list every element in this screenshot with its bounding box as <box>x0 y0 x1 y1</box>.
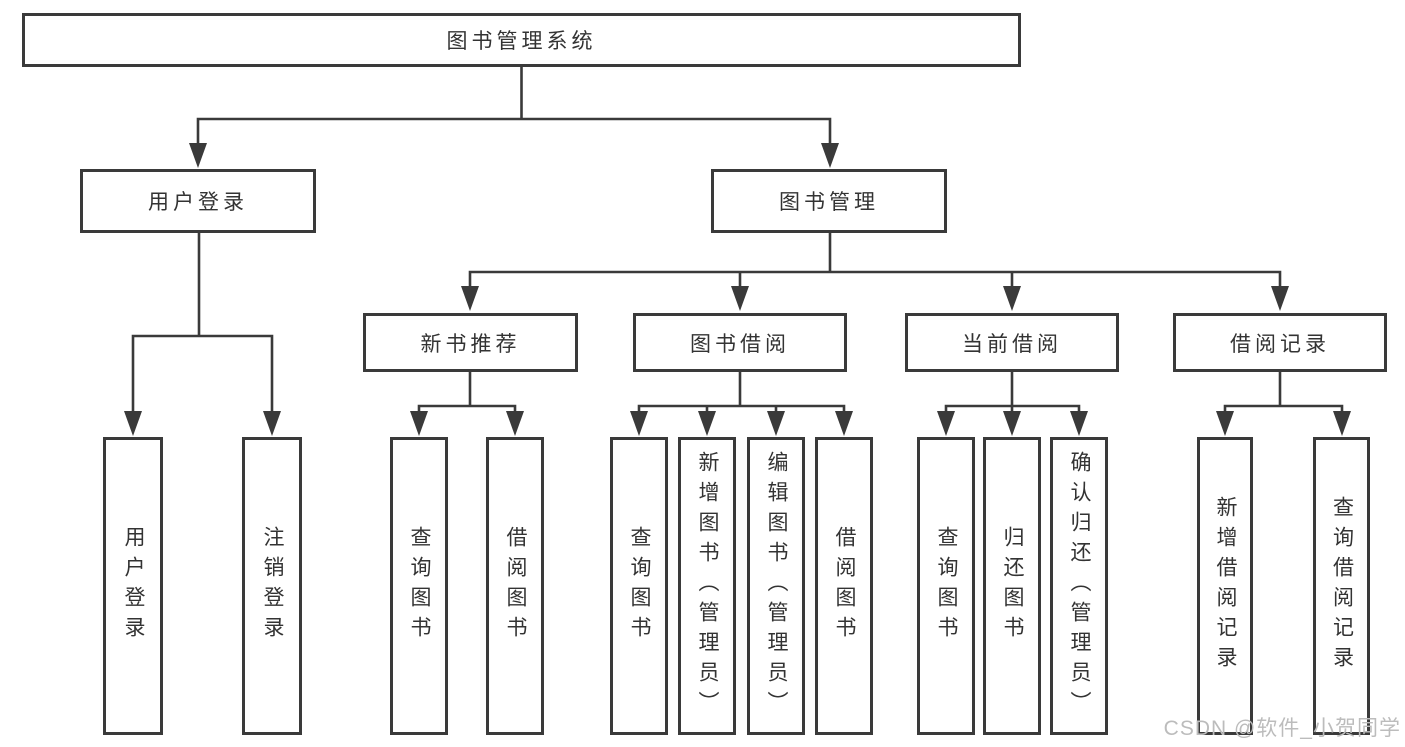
node-book-mgmt: 图书管理 <box>711 169 947 233</box>
leaf-bb-query-books: 查询图书 <box>610 437 668 735</box>
leaf-bb-edit-books-admin-label: 编辑图书（管理员） <box>765 451 788 721</box>
node-user-login-label: 用户登录 <box>148 191 248 214</box>
leaf-logout: 注销登录 <box>242 437 302 735</box>
node-root: 图书管理系统 <box>22 13 1021 67</box>
arrowheads <box>124 143 1351 436</box>
node-book-borrowing-label: 图书借阅 <box>690 332 790 356</box>
node-new-book-recommend: 新书推荐 <box>363 313 578 372</box>
node-new-book-recommend-label: 新书推荐 <box>420 332 521 356</box>
leaf-br-add-record-label: 新增借阅记录 <box>1214 496 1237 676</box>
watermark-text: CSDN @软件_小贺同学 <box>1163 717 1401 740</box>
leaf-cb-confirm-return-admin-label: 确认归还（管理员） <box>1068 451 1091 721</box>
leaf-br-add-record: 新增借阅记录 <box>1197 437 1253 735</box>
node-current-borrowing-label: 当前借阅 <box>962 332 1062 356</box>
leaf-br-query-record-label: 查询借阅记录 <box>1330 496 1354 676</box>
leaf-br-query-record: 查询借阅记录 <box>1313 437 1370 735</box>
leaf-bb-edit-books-admin: 编辑图书（管理员） <box>747 437 805 735</box>
leaf-nb-query-books: 查询图书 <box>390 437 448 735</box>
node-current-borrowing: 当前借阅 <box>905 313 1119 372</box>
node-book-mgmt-label: 图书管理 <box>779 191 879 214</box>
leaf-cb-confirm-return-admin: 确认归还（管理员） <box>1050 437 1108 735</box>
leaf-bb-add-books-admin-label: 新增图书（管理员） <box>696 451 719 721</box>
node-book-borrowing: 图书借阅 <box>633 313 847 372</box>
leaf-cb-query-books: 查询图书 <box>917 437 975 735</box>
leaf-bb-borrow-books: 借阅图书 <box>815 437 873 735</box>
leaf-nb-borrow-books-label: 借阅图书 <box>504 526 527 646</box>
leaf-user-login-label: 用户登录 <box>122 526 145 646</box>
leaf-bb-query-books-label: 查询图书 <box>628 526 651 646</box>
leaf-cb-return-books-label: 归还图书 <box>1001 526 1024 646</box>
leaf-bb-add-books-admin: 新增图书（管理员） <box>678 437 736 735</box>
leaf-bb-borrow-books-label: 借阅图书 <box>833 526 856 646</box>
node-root-label: 图书管理系统 <box>446 30 597 53</box>
leaf-logout-label: 注销登录 <box>261 526 284 646</box>
leaf-nb-borrow-books: 借阅图书 <box>486 437 544 735</box>
node-user-login: 用户登录 <box>80 169 316 233</box>
leaf-cb-return-books: 归还图书 <box>983 437 1041 735</box>
node-borrowing-records-label: 借阅记录 <box>1230 332 1330 356</box>
connector-paths <box>131 66 1344 414</box>
leaf-nb-query-books-label: 查询图书 <box>408 526 431 646</box>
node-borrowing-records: 借阅记录 <box>1173 313 1387 372</box>
leaf-user-login: 用户登录 <box>103 437 163 735</box>
leaf-cb-query-books-label: 查询图书 <box>935 526 958 646</box>
